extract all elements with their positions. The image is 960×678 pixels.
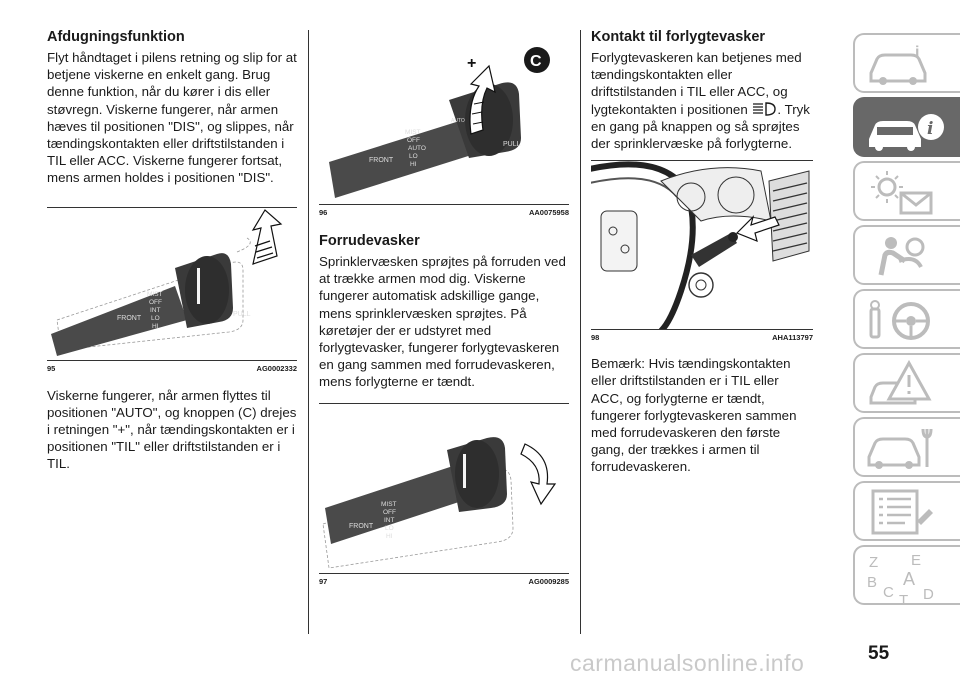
- paragraph-auto-position: Viskerne fungerer, når armen flyttes til…: [47, 387, 297, 472]
- stalk-label-pull: PULL: [233, 311, 251, 318]
- stalk-label-mist: MIST: [405, 129, 421, 136]
- tab-car-service[interactable]: [853, 417, 960, 477]
- stalk-label-lo: LO: [385, 525, 394, 532]
- figure-95: FRONT MIST OFF INT LO HI PULL: [47, 206, 297, 361]
- stalk-label-pull: PULL: [503, 141, 521, 148]
- svg-text:C: C: [530, 53, 542, 70]
- stalk-label-off: OFF: [149, 299, 162, 306]
- figure-97: FRONT MIST OFF INT LO HI: [319, 402, 569, 574]
- callout-c-badge: C: [524, 47, 550, 73]
- airbag-safety-icon: [878, 237, 925, 276]
- column-divider-2: [580, 30, 581, 634]
- specifications-list-icon: [871, 489, 933, 535]
- figure-code: AHA113797: [772, 333, 813, 343]
- svg-text:D: D: [923, 586, 934, 603]
- svg-text:i: i: [927, 119, 933, 139]
- column-2: FRONT MIST OFF AUTO LO HI PULL AUTO + C …: [319, 34, 569, 587]
- stalk-label-hi: HI: [152, 323, 159, 330]
- page-number: 55: [868, 643, 890, 664]
- figure-number: 97: [319, 576, 328, 586]
- chapter-tab-strip: i i: [853, 33, 960, 609]
- wiper-stalk-illustration: FRONT MIST OFF INT LO HI PULL: [51, 208, 283, 356]
- watermark-text: carmanualsonline.info: [570, 650, 805, 676]
- car-service-icon: [867, 428, 933, 469]
- washer-pull-illustration: FRONT MIST OFF INT LO HI: [322, 436, 557, 569]
- figure-number: 95: [47, 363, 56, 373]
- stalk-label-lo: LO: [409, 153, 418, 160]
- stalk-label-front: FRONT: [117, 315, 142, 322]
- figure-number: 96: [319, 208, 328, 217]
- stalk-label-mist: MIST: [381, 501, 397, 508]
- tab-car-info[interactable]: i: [853, 33, 960, 93]
- tab-warning-car[interactable]: [853, 353, 960, 413]
- car-dashboard-info-icon: i: [869, 114, 944, 151]
- tab-airbag-safety[interactable]: [853, 225, 960, 285]
- wiper-knob-illustration: FRONT MIST OFF AUTO LO HI PULL AUTO + C: [329, 47, 550, 198]
- figure-96: FRONT MIST OFF AUTO LO HI PULL AUTO + C: [319, 34, 569, 205]
- figure-number: 98: [591, 333, 600, 343]
- plus-label: +: [467, 55, 476, 72]
- paragraph-note: Bemærk: Hvis tændingskontakten eller dri…: [591, 356, 797, 475]
- stalk-label-auto-small: AUTO: [451, 118, 465, 124]
- stalk-label-off: OFF: [407, 137, 420, 144]
- stalk-label-lo: LO: [151, 315, 160, 322]
- paragraph-headlamp-washer: Forlygtevaskeren kan betjenes med tændin…: [591, 50, 810, 152]
- rotate-up-arrow-icon: [469, 64, 496, 135]
- column-divider-1: [308, 30, 309, 634]
- svg-text:i: i: [915, 44, 919, 61]
- svg-text:C: C: [883, 584, 894, 601]
- tab-steering-key[interactable]: [853, 289, 960, 349]
- column-1: Afdugningsfunktion Flyt håndtaget i pile…: [47, 28, 297, 473]
- paragraph-mist-function: Flyt håndtaget i pilens retning og slip …: [47, 50, 297, 186]
- figure-96-caption: 96 AA0075958: [319, 208, 569, 218]
- figure-97-caption: 97 AG0009285: [319, 577, 569, 587]
- svg-text:B: B: [867, 574, 877, 591]
- steering-key-icon: [869, 300, 930, 340]
- pointing-arrow-icon: [735, 215, 780, 243]
- heading-afdugningsfunktion: Afdugningsfunktion: [47, 29, 185, 45]
- figure-95-caption: 95 AG0002332: [47, 364, 297, 374]
- figure-98: [591, 160, 813, 331]
- figure-code: AG0009285: [528, 576, 569, 586]
- stalk-label-hi: HI: [386, 533, 393, 540]
- tab-lights-message[interactable]: [853, 161, 960, 221]
- headlamp-icon: [753, 101, 777, 116]
- svg-text:A: A: [903, 569, 915, 589]
- stalk-label-mist: MIST: [147, 291, 163, 298]
- dashboard-headlamp-washer-illustration: [591, 161, 813, 330]
- heading-forrudevasker: Forrudevasker: [319, 233, 420, 249]
- stalk-label-int: INT: [150, 307, 161, 314]
- svg-text:E: E: [911, 552, 921, 569]
- pull-curved-arrow-icon: [520, 442, 557, 505]
- lights-message-icon: [871, 171, 933, 215]
- car-info-icon: i: [869, 44, 927, 85]
- stalk-label-auto: AUTO: [408, 145, 426, 152]
- stalk-label-front: FRONT: [369, 157, 394, 164]
- figure-code: AG0002332: [256, 363, 297, 373]
- stalk-label-off: OFF: [383, 509, 396, 516]
- column-3: Kontakt til forlygtevasker Forlygtevaske…: [591, 28, 813, 476]
- warning-triangle-car-icon: [869, 359, 932, 405]
- tab-car-dashboard-info[interactable]: i: [853, 97, 960, 157]
- svg-text:T: T: [899, 592, 908, 605]
- stalk-label-front: FRONT: [349, 523, 374, 530]
- figure-code: AA0075958: [528, 208, 569, 217]
- up-arrow-icon: [251, 208, 283, 265]
- index-letters-icon: Z E B A C T D: [867, 552, 934, 605]
- figure-98-caption: 98 AHA113797: [591, 333, 813, 343]
- stalk-label-hi: HI: [410, 161, 417, 168]
- heading-kontakt-til-forlygtevasker: Kontakt til forlygtevasker: [591, 29, 766, 45]
- tab-specifications[interactable]: [853, 481, 960, 541]
- svg-text:Z: Z: [869, 554, 878, 571]
- paragraph-windshield-washer: Sprinklervæsken sprøjtes på forruden ved…: [319, 254, 566, 390]
- stalk-label-int: INT: [384, 517, 395, 524]
- tab-index[interactable]: Z E B A C T D: [853, 545, 960, 605]
